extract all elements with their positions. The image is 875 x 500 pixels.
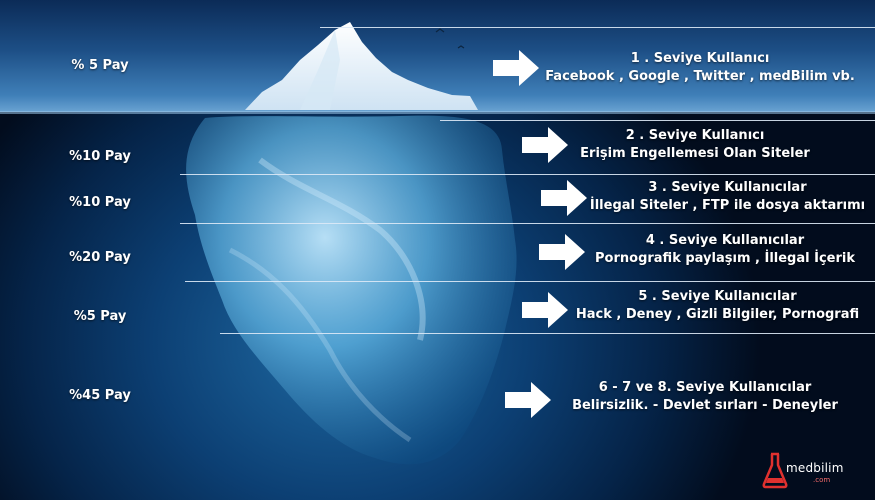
level-5-label: 5 . Seviye Kullanıcılar Hack , Deney , G… — [570, 288, 865, 324]
share-label: %10 Pay — [69, 149, 131, 164]
level-detail: İllegal Siteler , FTP ile dosya aktarımı — [589, 198, 866, 213]
waterline — [0, 111, 875, 114]
level-title: 4 . Seviye Kullanıcılar — [645, 233, 805, 248]
arrow-right-icon — [541, 180, 587, 216]
medbilim-logo: medbilim .com — [762, 446, 872, 496]
share-label: %45 Pay — [69, 388, 131, 403]
level-detail: Erişim Engellemesi Olan Siteler — [580, 146, 810, 161]
level-2-label: 2 . Seviye Kullanıcı Erişim Engellemesi … — [570, 127, 820, 163]
share-label: % 5 Pay — [71, 58, 129, 73]
level-detail: Hack , Deney , Gizli Bilgiler, Pornograf… — [575, 307, 860, 322]
arrow-right-icon — [539, 234, 585, 270]
level-title: 6 - 7 ve 8. Seviye Kullanıcılar — [598, 380, 812, 395]
share-label: %10 Pay — [69, 195, 131, 210]
level-4-label: 4 . Seviye Kullanıcılar Pornografik payl… — [590, 232, 860, 268]
arrow-right-icon — [505, 382, 551, 418]
logo-domain: .com — [813, 476, 831, 484]
level-title: 3 . Seviye Kullanıcılar — [648, 180, 807, 195]
arrow-right-icon — [522, 292, 568, 328]
divider-line — [220, 333, 875, 334]
divider-line — [320, 27, 875, 28]
iceberg-tip — [245, 22, 478, 110]
iceberg-body — [186, 115, 517, 465]
level-detail: Belirsizlik. - Devlet sırları - Deneyler — [572, 398, 838, 413]
logo-wordmark: medbilim — [786, 461, 844, 475]
level-title: 5 . Seviye Kullanıcılar — [638, 289, 797, 304]
level-3-label: 3 . Seviye Kullanıcılar İllegal Siteler … — [585, 179, 870, 215]
level-title: 2 . Seviye Kullanıcı — [625, 128, 765, 143]
divider-line — [440, 120, 875, 121]
flask-icon — [762, 452, 788, 489]
arrow-right-icon — [522, 127, 568, 163]
level-detail: Facebook , Google , Twitter , medBilim v… — [545, 69, 855, 84]
level-6-8-label: 6 - 7 ve 8. Seviye Kullanıcılar Belirsiz… — [560, 379, 850, 415]
level-detail: Pornografik paylaşım , İllegal İçerik — [595, 251, 855, 266]
level-title: 1 . Seviye Kullanıcı — [630, 51, 770, 66]
divider-line — [180, 223, 875, 224]
divider-line — [180, 174, 875, 175]
share-label: %5 Pay — [73, 309, 127, 324]
level-1-label: 1 . Seviye Kullanıcı Facebook , Google ,… — [540, 50, 860, 86]
share-label: %20 Pay — [69, 250, 131, 265]
divider-line — [185, 281, 875, 282]
arrow-right-icon — [493, 50, 539, 86]
